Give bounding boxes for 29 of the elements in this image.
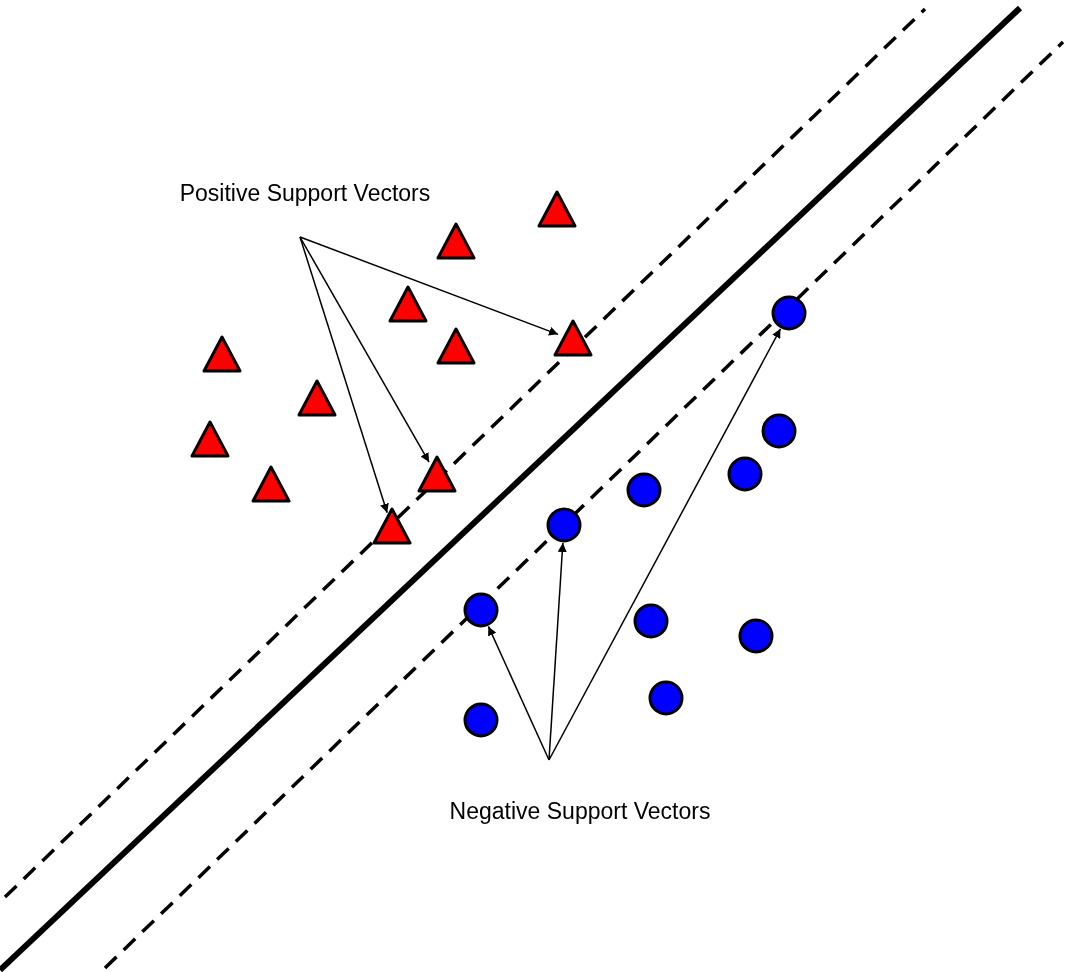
triangle-marker bbox=[251, 465, 291, 503]
circle-marker bbox=[546, 507, 582, 543]
leader-line bbox=[299, 236, 559, 336]
circle-marker bbox=[463, 592, 499, 628]
triangle-marker bbox=[417, 455, 457, 493]
circle-marker bbox=[648, 680, 684, 716]
circle-marker bbox=[463, 702, 499, 738]
circle-marker bbox=[626, 472, 662, 508]
triangle-marker bbox=[436, 327, 476, 365]
circle-marker bbox=[771, 295, 807, 331]
triangle-marker bbox=[297, 379, 337, 417]
leader-line bbox=[548, 328, 782, 761]
triangle-marker bbox=[372, 507, 412, 545]
circle-marker bbox=[738, 618, 774, 654]
leader-line bbox=[548, 542, 567, 761]
triangle-marker bbox=[537, 190, 577, 228]
leader-line bbox=[299, 236, 389, 514]
triangle-marker bbox=[553, 319, 593, 357]
circle-marker bbox=[727, 456, 763, 492]
triangle-marker bbox=[190, 420, 230, 458]
annotation-label: Positive Support Vectors bbox=[179, 179, 431, 208]
triangle-marker bbox=[436, 222, 476, 260]
leader-line bbox=[299, 236, 430, 463]
circle-marker bbox=[761, 413, 797, 449]
triangle-marker bbox=[202, 335, 242, 373]
circle-marker bbox=[633, 603, 669, 639]
triangle-marker bbox=[388, 285, 428, 323]
leader-line bbox=[487, 625, 550, 761]
annotation-label: Negative Support Vectors bbox=[449, 796, 711, 826]
